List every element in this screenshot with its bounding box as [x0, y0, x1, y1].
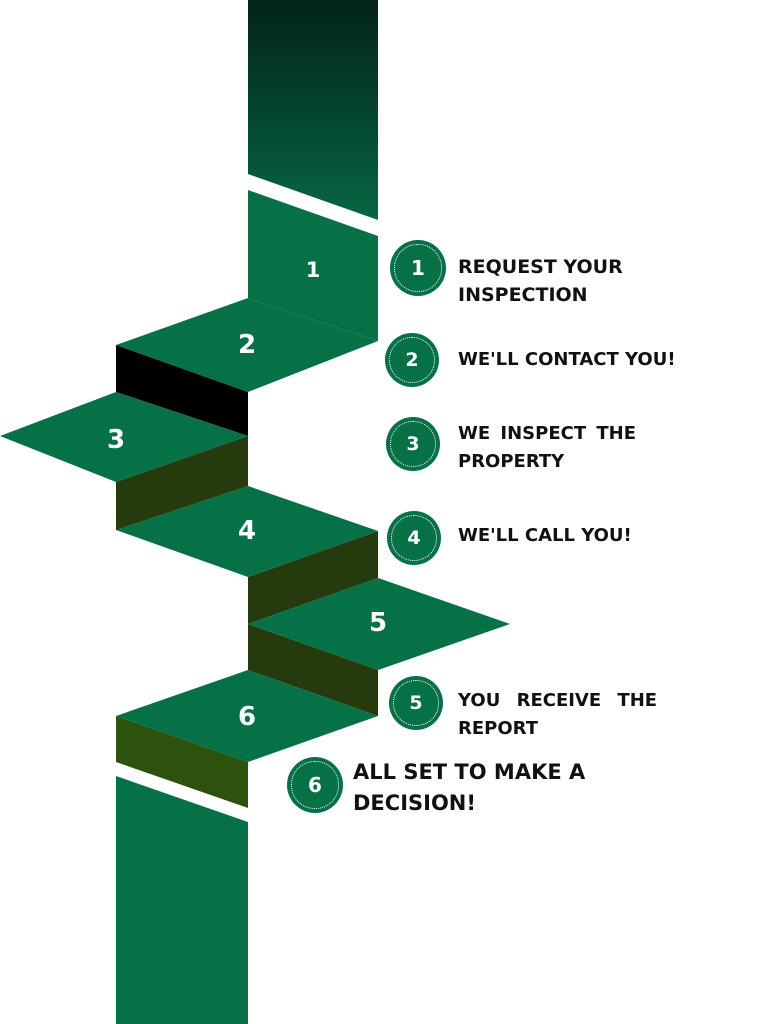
step-4-badge-number: 4 [391, 515, 437, 561]
step-5-badge-number: 5 [393, 680, 439, 726]
step-5-badge: 5 [389, 676, 443, 730]
step-3-riser [116, 436, 248, 530]
stair-number-6: 6 [238, 702, 256, 732]
step-6-badge: 6 [287, 757, 343, 813]
stair-number-2: 2 [238, 330, 256, 360]
step-5-label: YOU RECEIVE THE REPORT [458, 690, 658, 739]
step-1-panel [248, 190, 378, 341]
step-5-riser [248, 624, 378, 716]
step-6-label: ALL SET TO MAKE A DECISION! [353, 760, 586, 815]
step-6-badge-number: 6 [291, 761, 339, 809]
stair-number-5: 5 [369, 608, 387, 638]
step-5-top [248, 578, 510, 670]
step-2-badge: 2 [385, 333, 439, 387]
stair-number-3: 3 [107, 425, 125, 455]
step-6-riser [116, 716, 248, 808]
top-pillar [248, 0, 378, 220]
step-1-badge: 1 [390, 240, 446, 296]
step-3-badge: 3 [386, 417, 440, 471]
step-4-badge: 4 [387, 511, 441, 565]
bottom-pillar [116, 776, 248, 1024]
step-1-label: REQUEST YOUR INSPECTION [458, 256, 623, 306]
step-3-label: WE INSPECT THE PROPERTY [458, 423, 637, 472]
step-2-badge-number: 2 [389, 337, 435, 383]
step-3-top [0, 392, 248, 482]
step-1-badge-number: 1 [394, 244, 442, 292]
step-2-riser [116, 345, 248, 436]
step-6-top [116, 670, 378, 762]
step-2-top [116, 298, 378, 392]
step-4-top [116, 486, 378, 577]
stair-number-1: 1 [306, 258, 321, 282]
step-3-badge-number: 3 [390, 421, 436, 467]
step-2-label: WE'LL CONTACT YOU! [458, 349, 676, 370]
stair-number-4: 4 [238, 516, 256, 546]
step-4-riser [248, 531, 378, 624]
step-4-label: WE'LL CALL YOU! [458, 525, 632, 546]
